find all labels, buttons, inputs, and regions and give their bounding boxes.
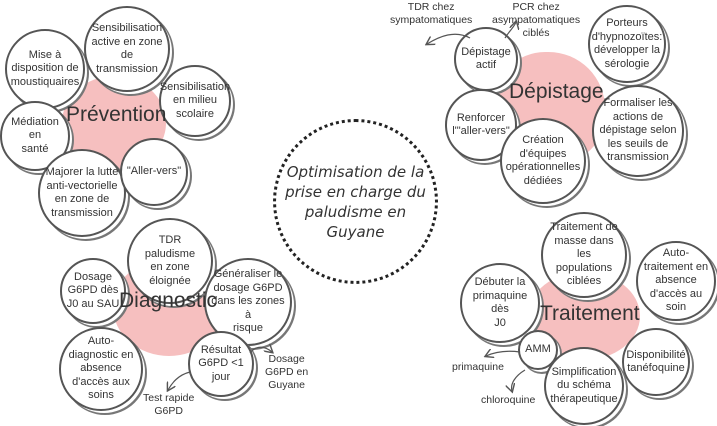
central-topic: Optimisation de la prise en charge du pa… (273, 119, 438, 284)
central-topic-text: Optimisation de la prise en charge du pa… (285, 162, 426, 241)
diagnostic-item-resultat-g6pd: Résultat G6PD <1 jour (188, 331, 254, 397)
traitement-item-tanefoquine: Disponibilité tanéfoquine (622, 328, 690, 396)
prevention-hub: Prévention (66, 103, 167, 126)
traitement-item-traitement-masse: Traitement de masse dans les populations… (541, 212, 627, 298)
label-chloroquine: chloroquine (481, 394, 536, 406)
arrow-to-primaquine (486, 351, 521, 356)
depistage-item-formaliser: Formaliser les actions de dépistage selo… (592, 85, 684, 177)
traitement-item-amm: AMM (518, 330, 558, 370)
diagnostic-hub: Diagnostic (119, 289, 218, 312)
arrow-to-chloroquine (512, 369, 526, 391)
depistage-item-hypnozoites: Porteurs d'hypnozoïtes: développer la sé… (588, 5, 666, 83)
prevention-item-sensibilisation-active: Sensibilisation active en zone de transm… (84, 6, 170, 92)
arrow-to-test-rapide (168, 371, 191, 390)
arrow-to-pcr-asymptomatiques (504, 22, 516, 39)
depistage-hub: Dépistage (509, 80, 604, 103)
prevention-item-lutte-anti-vectorielle: Majorer la lutte anti-vectorielle en zon… (38, 149, 126, 237)
arrow-to-dosage-guyane (249, 347, 272, 353)
label-primaquine: primaquine (452, 361, 504, 373)
traitement-item-primaquine-j0: Débuter la primaquine dès J0 (460, 263, 540, 343)
arrow-to-tdr-symptomatiques (427, 33, 471, 44)
prevention-item-moustiquaires: Mise à disposition de moustiquaires (5, 29, 85, 109)
label-test-rapide-g6pd: Test rapide G6PD (143, 392, 195, 417)
depistage-item-depistage-actif: Dépistage actif (454, 27, 518, 91)
prevention-item-milieu-scolaire: Sensibilisation en milieu scolaire (159, 65, 231, 137)
diagnostic-item-auto-diagnostic: Auto- diagnostic en absence d'accès aux … (59, 327, 143, 411)
diagnostic-item-dosage-sau: Dosage G6PD dès J0 au SAU (60, 258, 126, 324)
traitement-hub: Traitement (540, 302, 640, 325)
depistage-item-equipes: Création d'équipes opérationnelles dédié… (500, 118, 586, 204)
prevention-item-mediation: Médiation en santé (0, 101, 70, 171)
label-tdr-sympatomatiques: TDR chez sympatomatiques (390, 1, 473, 26)
traitement-item-auto-traitement: Auto- traitement en absence d'accès au s… (636, 241, 716, 321)
traitement-item-simplification: Simplification du schéma thérapeutique (544, 347, 624, 425)
depistage-item-aller-vers: Renforcer l'"aller-vers" (445, 89, 517, 161)
label-dosage-g6pd-guyane: Dosage G6PD en Guyane (265, 353, 309, 391)
diagnostic-item-tdr-zone-eloignee: TDR paludisme en zone éloignée (127, 218, 213, 304)
prevention-item-aller-vers: "Aller-vers" (120, 138, 188, 206)
